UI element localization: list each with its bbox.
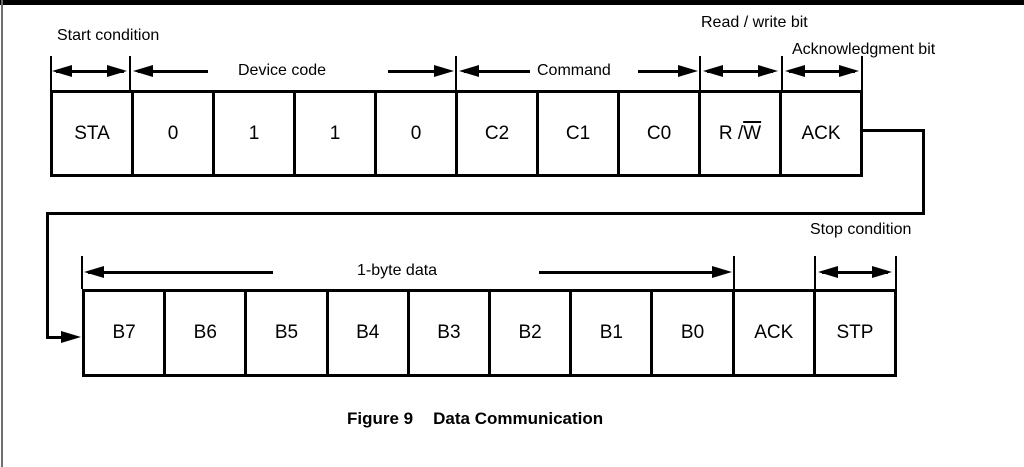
stop-arrow-line xyxy=(822,271,888,274)
cell-stp: STP xyxy=(812,292,894,374)
ack-arrow-right-head xyxy=(839,65,859,77)
cell-c1: C1 xyxy=(536,93,617,174)
rw-overlined-w: W xyxy=(743,122,762,144)
one-byte-right-line xyxy=(539,271,712,274)
device-code-left-line xyxy=(138,70,208,73)
start-arrow-line xyxy=(56,70,124,73)
cell-device-b3: 0 xyxy=(131,93,212,174)
command-right-head xyxy=(678,65,698,77)
cell-device-b2: 1 xyxy=(212,93,293,174)
page-left-rule xyxy=(1,0,3,467)
dim-tick xyxy=(129,56,131,90)
cell-sta: STA xyxy=(74,122,110,144)
cell-rw: R / W xyxy=(698,93,779,174)
dim-tick xyxy=(814,256,816,289)
read-write-arrow-right-head xyxy=(758,65,778,77)
cell-b0: B0 xyxy=(650,292,731,374)
read-write-arrow-line xyxy=(707,70,773,73)
start-condition-label: Start condition xyxy=(57,27,160,44)
connector-seg-out xyxy=(861,129,925,132)
figure-caption-label: Figure 9 xyxy=(347,409,414,428)
figure-caption-title: Data Communication xyxy=(433,409,604,428)
figure-caption: Figure 9 Data Communication xyxy=(347,409,603,429)
dim-tick xyxy=(895,256,897,289)
connector-seg-down-left xyxy=(46,212,49,339)
one-byte-data-label: 1-byte data xyxy=(357,262,438,279)
cell-ack1: ACK xyxy=(779,93,860,174)
connector-arrow-head xyxy=(61,331,81,343)
dim-tick xyxy=(81,256,83,289)
dim-tick xyxy=(455,56,457,90)
cell-b1: B1 xyxy=(569,292,650,374)
dim-tick xyxy=(861,56,863,90)
cell-b7: B7 xyxy=(112,322,136,343)
cell-c0: C0 xyxy=(617,93,698,174)
start-arrow-right-head xyxy=(107,65,127,77)
cell-b6: B6 xyxy=(163,292,244,374)
page-top-rule xyxy=(0,0,1024,5)
read-write-bit-label: Read / write bit xyxy=(701,14,808,31)
acknowledgment-bit-label: Acknowledgment bit xyxy=(792,41,936,58)
cell-c2: C2 xyxy=(455,93,536,174)
ack-arrow-line xyxy=(789,70,855,73)
cell-b4: B4 xyxy=(325,292,407,374)
dim-tick xyxy=(699,56,701,90)
data-byte-frame: B7 B6 B5 B4 B3 B2 B1 B0 ACK STP xyxy=(82,289,897,377)
device-code-label: Device code xyxy=(238,62,327,79)
connector-seg-across xyxy=(46,212,925,215)
cell-ack2: ACK xyxy=(731,292,813,374)
rw-prefix: R / xyxy=(718,122,744,144)
dim-tick xyxy=(781,56,783,90)
cell-device-b1: 1 xyxy=(293,93,374,174)
one-byte-right-head xyxy=(712,266,732,278)
dim-tick xyxy=(733,256,735,289)
device-code-right-head xyxy=(434,65,454,77)
cell-b2: B2 xyxy=(488,292,569,374)
device-code-right-line xyxy=(388,70,436,73)
command-left-line xyxy=(464,70,530,73)
cell-b5: B5 xyxy=(244,292,325,374)
command-byte-frame: STA 0 1 1 0 C2 C1 C0 R / W ACK xyxy=(50,90,863,177)
command-label: Command xyxy=(537,62,611,79)
connector-seg-in xyxy=(46,336,70,339)
one-byte-left-line xyxy=(88,271,273,274)
cell-b3: B3 xyxy=(406,292,488,374)
connector-seg-down-right xyxy=(922,129,925,215)
dim-tick xyxy=(50,56,52,90)
stop-condition-label: Stop condition xyxy=(810,221,912,238)
command-right-line xyxy=(638,70,682,73)
cell-device-b0: 0 xyxy=(374,93,455,174)
stop-arrow-right-head xyxy=(872,266,892,278)
